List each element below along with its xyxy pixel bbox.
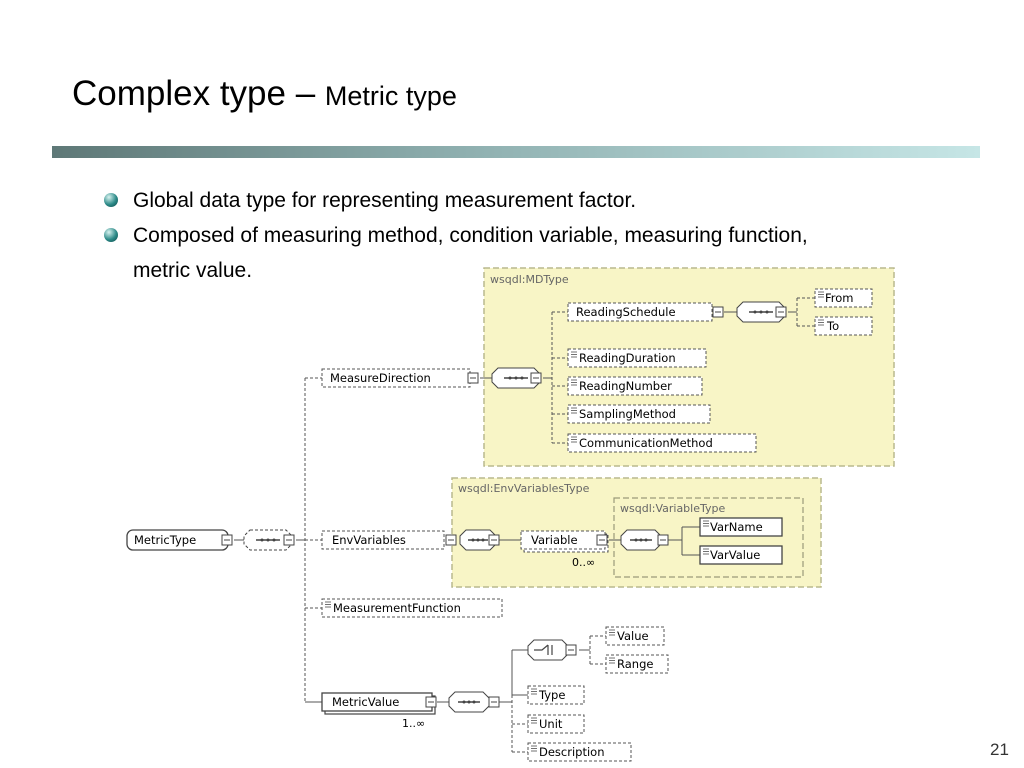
element-measure-direction-label: MeasureDirection <box>330 371 431 385</box>
bullet-sphere-icon <box>104 193 118 207</box>
element-unit: Unit <box>527 714 585 734</box>
sequence-compositor-icon <box>620 529 669 551</box>
title-sub: Metric type <box>324 81 457 111</box>
element-to: To <box>814 316 873 336</box>
element-metric-value-label: MetricValue <box>332 695 399 709</box>
element-unit-label: Unit <box>539 717 563 731</box>
element-reading-schedule-label: ReadingSchedule <box>576 305 676 319</box>
cardinality-variable: 0..∞ <box>572 556 595 569</box>
element-reading-duration-label: ReadingDuration <box>579 351 676 365</box>
element-from: From <box>814 288 873 308</box>
bullet-item: Global data type for representing measur… <box>104 183 808 218</box>
element-variable: Variable <box>520 530 609 553</box>
element-measure-direction: MeasureDirection <box>321 368 479 388</box>
element-description-label: Description <box>539 745 605 759</box>
element-var-name: VarName <box>699 517 783 537</box>
sequence-compositor-icon <box>736 301 787 323</box>
title-main: Complex type – <box>72 74 325 113</box>
element-var-name-label: VarName <box>710 520 763 534</box>
bullet-item: Composed of measuring method, condition … <box>104 218 808 288</box>
group-md-type-label: wsqdl:MDType <box>490 273 569 286</box>
element-value-label: Value <box>617 629 649 643</box>
slide-title: Complex type – Metric type <box>72 74 457 114</box>
group-env-variables-type-label: wsqdl:EnvVariablesType <box>458 482 590 495</box>
element-metric-type-label: MetricType <box>134 533 196 547</box>
sequence-compositor-icon <box>243 529 295 551</box>
element-type-label: Type <box>538 688 565 702</box>
element-communication-method: CommunicationMethod <box>567 433 757 453</box>
element-env-variables: EnvVariables <box>321 530 457 550</box>
page-number: 21 <box>990 740 1009 759</box>
bullet-sphere-icon <box>104 228 118 242</box>
element-variable-label: Variable <box>531 533 578 547</box>
element-metric-type: MetricType <box>126 529 233 551</box>
element-from-label: From <box>825 291 854 305</box>
element-var-value-label: VarValue <box>710 548 760 562</box>
element-range: Range <box>605 654 669 674</box>
element-reading-number: ReadingNumber <box>567 376 703 396</box>
element-type: Type <box>527 685 585 705</box>
element-value: Value <box>605 626 665 646</box>
sequence-compositor-icon <box>491 367 542 389</box>
element-env-variables-label: EnvVariables <box>332 533 406 547</box>
element-communication-method-label: CommunicationMethod <box>579 436 713 450</box>
element-reading-duration: ReadingDuration <box>567 348 707 368</box>
title-divider <box>52 146 980 158</box>
cardinality-metric-value: 1..∞ <box>402 717 425 730</box>
element-var-value: VarValue <box>699 545 783 565</box>
element-reading-number-label: ReadingNumber <box>579 379 672 393</box>
element-measurement-function: MeasurementFunction <box>321 598 503 618</box>
bullet-text-continuation: metric value. <box>133 259 253 282</box>
bullet-list: Global data type for representing measur… <box>104 183 808 288</box>
solid-connectors <box>234 311 797 703</box>
bullet-text: Composed of measuring method, condition … <box>133 224 808 247</box>
choice-compositor-icon <box>527 639 577 661</box>
element-to-label: To <box>826 319 839 333</box>
element-sampling-method-label: SamplingMethod <box>579 407 676 421</box>
element-measurement-function-label: MeasurementFunction <box>333 601 461 615</box>
element-reading-schedule: ReadingSchedule <box>567 302 724 322</box>
element-metric-value: MetricValue <box>321 692 437 715</box>
sequence-compositor-icon <box>459 529 500 551</box>
group-variable-type-label: wsqdl:VariableType <box>620 502 725 515</box>
element-range-label: Range <box>617 657 653 671</box>
sequence-compositor-icon <box>448 691 500 713</box>
element-sampling-method: SamplingMethod <box>567 404 711 424</box>
element-description: Description <box>527 742 632 762</box>
bullet-text: Global data type for representing measur… <box>133 189 637 212</box>
